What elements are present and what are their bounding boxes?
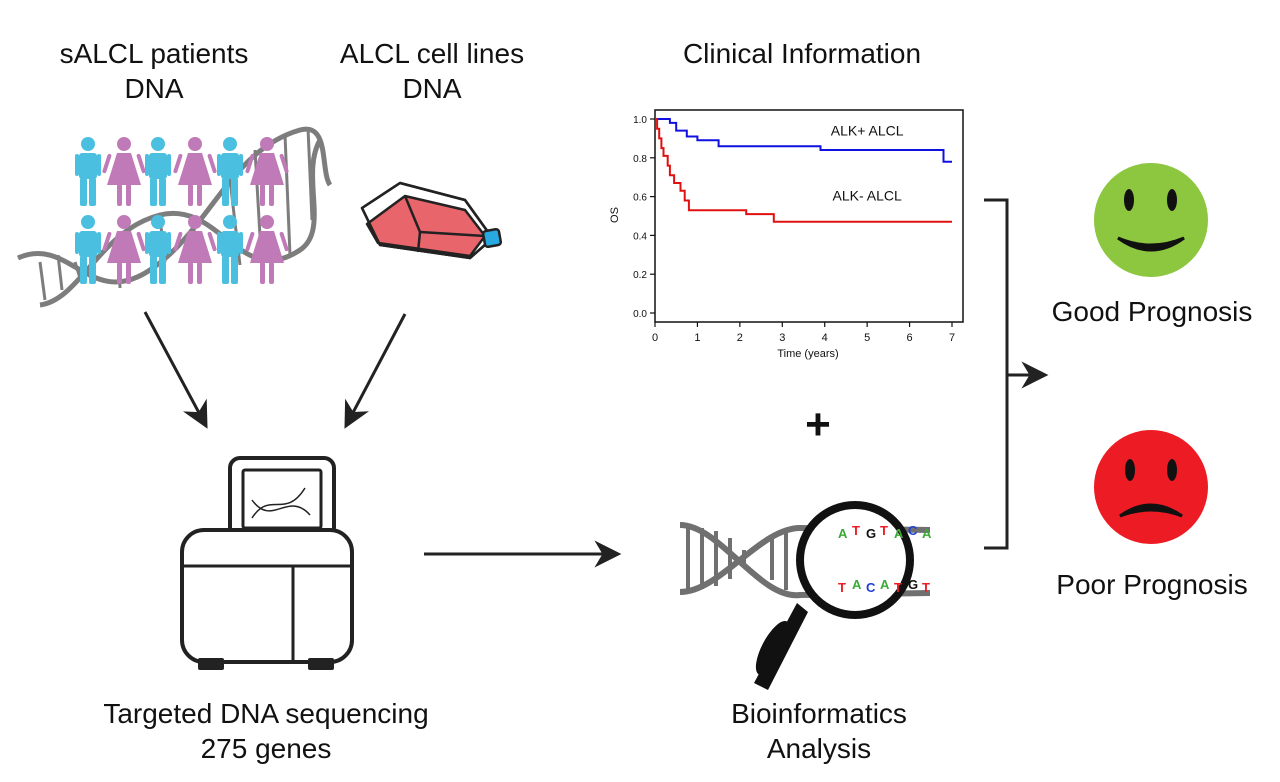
dna-base-letter: T	[922, 580, 930, 595]
cell-culture-flask-icon	[360, 181, 503, 260]
bioinformatics-label: Bioinformatics Analysis	[688, 696, 950, 766]
x-tick-label: 0	[652, 332, 658, 344]
y-tick-label: 0.2	[633, 270, 647, 281]
plus-sign: +	[790, 400, 846, 450]
arrow-patients-to-sequencer	[143, 311, 208, 429]
dna-base-letter: G	[866, 526, 876, 541]
good-prognosis-label: Good Prognosis	[1036, 294, 1268, 329]
plus-text: +	[805, 400, 831, 449]
good-prognosis-text: Good Prognosis	[1051, 296, 1253, 327]
chart-x-axis-label: Time (years)	[777, 348, 838, 360]
dna-base-letter: A	[838, 526, 848, 541]
patients-label-line1: sALCL patients	[59, 38, 249, 69]
series-line-0	[655, 118, 952, 163]
magnifying-glass-icon	[754, 501, 914, 690]
x-tick-label: 4	[822, 332, 828, 344]
poor-prognosis-text: Poor Prognosis	[1056, 569, 1248, 600]
chart-frame	[654, 109, 964, 323]
series-label-1: ALK- ALCL	[833, 187, 902, 203]
y-tick-label: 0.0	[633, 309, 647, 320]
sequencing-label-line1: Targeted DNA sequencing	[103, 698, 429, 729]
chart-axes: 0 1 2 3 4 5 6 7 0.0 0.2 0.4 0.6 0.8 1.0	[633, 109, 964, 344]
y-tick-label: 0.8	[633, 154, 647, 165]
cell-lines-dna-label: ALCL cell lines DNA	[312, 36, 552, 106]
dna-double-helix-icon	[679, 522, 931, 599]
patients-label-line2: DNA	[124, 73, 184, 104]
sequencing-label: Targeted DNA sequencing 275 genes	[76, 696, 456, 766]
dna-base-letter: T	[894, 580, 902, 595]
bioinformatics-label-line2: Analysis	[766, 733, 872, 764]
series-label-0: ALK+ ALCL	[831, 122, 904, 138]
dna-base-letter: T	[880, 523, 888, 538]
patients-dna-label: sALCL patients DNA	[34, 36, 274, 106]
chart-series: ALK+ ALCL ALK- ALCL	[655, 118, 952, 223]
bioinformatics-label-line1: Bioinformatics	[731, 698, 907, 729]
x-tick-label: 2	[737, 332, 743, 344]
chart-y-axis-label: OS	[609, 207, 621, 223]
y-tick-label: 0.6	[633, 193, 647, 204]
y-tick-label: 0.4	[633, 231, 647, 242]
dna-base-letter: C	[866, 580, 876, 595]
dna-base-letter: C	[908, 523, 918, 538]
x-tick-label: 1	[694, 332, 700, 344]
dna-base-letter: A	[852, 577, 862, 592]
sequencing-label-line2: 275 genes	[200, 733, 332, 764]
dna-base-letter: A	[880, 577, 890, 592]
x-tick-label: 7	[949, 332, 955, 344]
dna-base-letter: A	[894, 526, 904, 541]
dna-base-letter: A	[922, 526, 932, 541]
x-tick-label: 3	[779, 332, 785, 344]
dna-base-letter: T	[852, 523, 860, 538]
x-tick-label: 5	[864, 332, 870, 344]
series-line-1	[655, 118, 952, 223]
dna-base-letter: G	[908, 577, 918, 592]
dna-base-letter: T	[838, 580, 846, 595]
x-tick-label: 6	[907, 332, 913, 344]
poor-prognosis-label: Poor Prognosis	[1036, 567, 1268, 602]
clinical-information-text: Clinical Information	[682, 38, 922, 69]
happy-face-icon	[1094, 163, 1208, 277]
cell-lines-label-line1: ALCL cell lines	[339, 38, 525, 69]
sad-face-icon	[1094, 430, 1208, 544]
sequencer-machine-icon	[180, 456, 354, 670]
y-tick-label: 1.0	[633, 115, 647, 126]
clinical-information-label: Clinical Information	[652, 36, 952, 71]
cell-lines-label-line2: DNA	[402, 73, 462, 104]
arrow-cells-to-sequencer	[344, 313, 407, 429]
